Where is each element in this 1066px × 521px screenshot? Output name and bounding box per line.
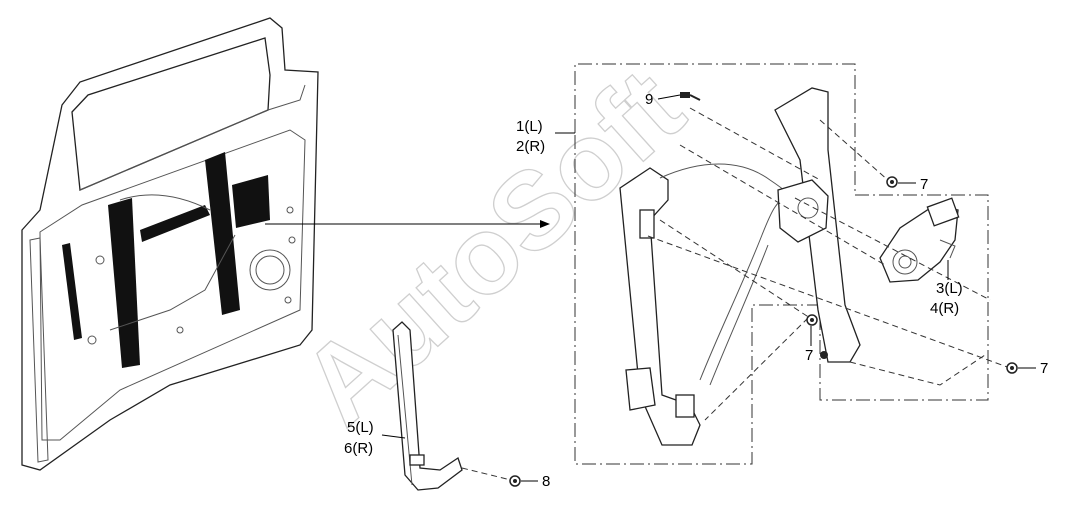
door-panel bbox=[21, 17, 319, 471]
regulator-group-box bbox=[574, 63, 989, 465]
callout-9: 9 bbox=[645, 91, 653, 108]
regulator-motor bbox=[879, 197, 960, 283]
callout-7-upper: 7 bbox=[920, 176, 928, 193]
callout-6-right: 6(R) bbox=[344, 440, 373, 457]
glass-run-channel bbox=[392, 321, 463, 491]
nut-7-upper bbox=[886, 176, 898, 188]
callout-4-right: 4(R) bbox=[930, 300, 959, 317]
callout-8: 8 bbox=[542, 473, 550, 490]
window-regulator bbox=[619, 87, 861, 446]
nut-7-right bbox=[1006, 362, 1018, 374]
nut-7-middle bbox=[806, 314, 818, 326]
callout-7-right: 7 bbox=[1040, 360, 1048, 377]
bolt-9 bbox=[680, 92, 701, 101]
bolt-leaders bbox=[461, 107, 1011, 482]
callout-2-right: 2(R) bbox=[516, 138, 545, 155]
callout-7-middle: 7 bbox=[805, 347, 813, 364]
callout-3-left: 3(L) bbox=[936, 280, 963, 297]
callout-1-left: 1(L) bbox=[516, 118, 543, 135]
locator-arrow bbox=[265, 220, 550, 228]
callout-5-left: 5(L) bbox=[347, 419, 374, 436]
nut-8 bbox=[509, 475, 521, 487]
fasteners bbox=[509, 92, 1018, 487]
